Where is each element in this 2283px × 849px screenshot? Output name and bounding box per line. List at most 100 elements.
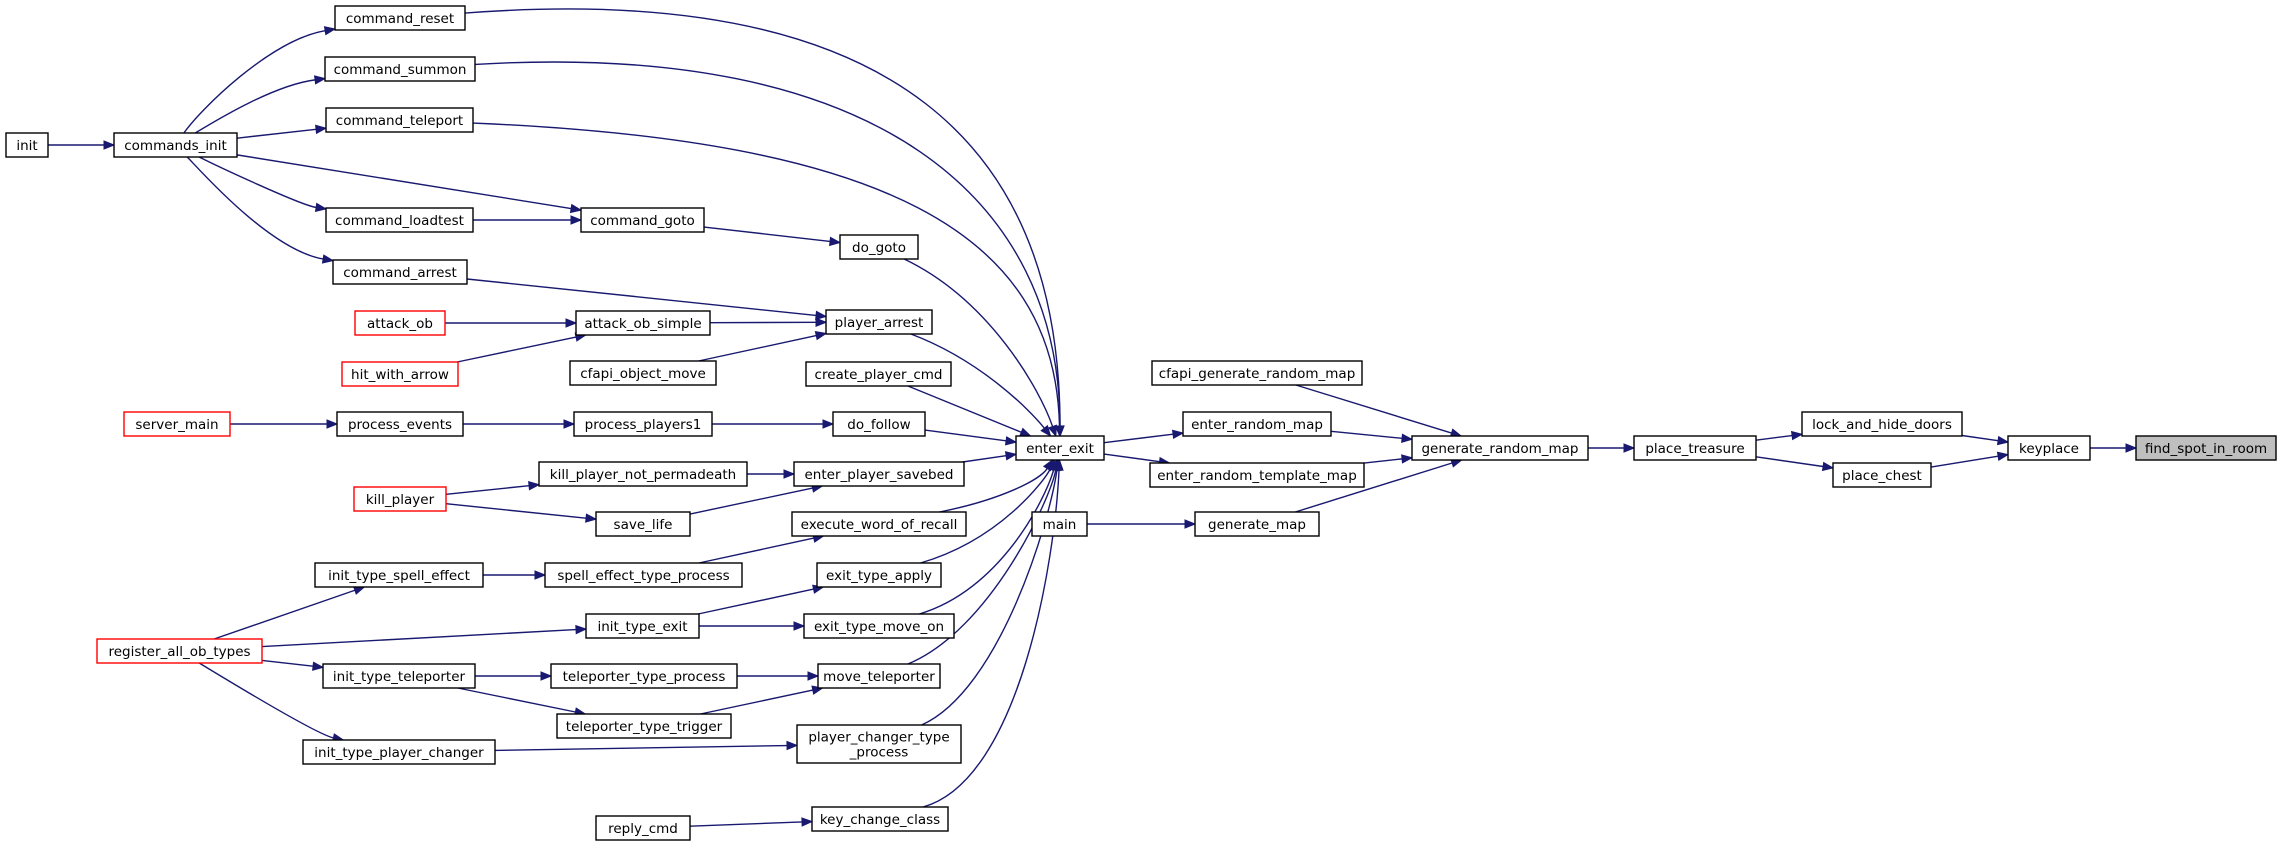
node-keyplace[interactable]: keyplace [2007, 435, 2091, 461]
node-label: init [16, 138, 37, 154]
node-box [302, 739, 496, 765]
arrowhead [575, 624, 588, 635]
node-commands-init[interactable]: commands_init [113, 132, 238, 158]
node-enter-random-map[interactable]: enter_random_map [1182, 411, 1332, 437]
node-label: command_loadtest [335, 213, 464, 229]
call-edge-command_loadtest-to-command_goto [473, 215, 583, 225]
edge-line [919, 469, 1055, 615]
call-edge-player_arrest-to-enter_exit [910, 333, 1052, 438]
node-cfapi-generate-random-map[interactable]: cfapi_generate_random_map [1151, 360, 1363, 386]
node-process-events[interactable]: process_events [336, 411, 464, 437]
node-label: enter_random_template_map [1157, 468, 1357, 484]
edge-line [907, 385, 1022, 433]
arrowhead [793, 621, 806, 631]
node-create-player-cmd[interactable]: create_player_cmd [805, 361, 952, 387]
node-enter-exit[interactable]: enter_exit [1015, 435, 1105, 461]
node-init[interactable]: init [5, 132, 49, 158]
node-command-summon[interactable]: command_summon [324, 56, 476, 82]
node-label: place_treasure [1645, 441, 1744, 457]
node-command-arrest[interactable]: command_arrest [332, 259, 468, 285]
node-register-all-ob-types[interactable]: register_all_ob_types [96, 638, 263, 664]
node-label: hit_with_arrow [351, 367, 449, 383]
node-enter-random-template-map[interactable]: enter_random_template_map [1149, 462, 1365, 488]
node-command-loadtest[interactable]: command_loadtest [325, 207, 474, 233]
node-command-reset[interactable]: command_reset [334, 5, 466, 31]
node-label: spell_effect_type_process [557, 568, 729, 584]
arrowhead [1040, 424, 1052, 438]
node-kill-player-not-permadeath[interactable]: kill_player_not_permadeath [538, 461, 748, 487]
node-box [595, 511, 691, 537]
node-kill-player[interactable]: kill_player [353, 486, 447, 512]
node-box [805, 361, 952, 387]
node-init-type-spell-effect[interactable]: init_type_spell_effect [314, 562, 484, 588]
call-edge-kill_player-to-save_life [445, 503, 598, 523]
node-command-teleport[interactable]: command_teleport [325, 107, 474, 133]
node-move-teleporter[interactable]: move_teleporter [817, 663, 941, 689]
node-place-treasure[interactable]: place_treasure [1633, 435, 1757, 461]
arrowhead [1172, 429, 1185, 439]
arrowhead [323, 26, 337, 36]
node-init-type-teleporter[interactable]: init_type_teleporter [322, 663, 476, 689]
node-label: cfapi_generate_random_map [1159, 366, 1356, 382]
arrowhead [1821, 461, 1835, 472]
call-edge-reply_cmd-to-key_change_class [689, 817, 814, 827]
node-server-main[interactable]: server_main [123, 411, 231, 437]
node-spell-effect-type-process[interactable]: spell_effect_type_process [544, 562, 743, 588]
node-box [314, 562, 484, 588]
node-player-changer-type-process[interactable]: player_changer_type_process [796, 724, 962, 764]
arrowhead [312, 661, 325, 671]
node-generate-random-map[interactable]: generate_random_map [1411, 435, 1589, 461]
node-label: command_teleport [336, 113, 463, 129]
node-process-players1[interactable]: process_players1 [573, 411, 713, 437]
node-key-change-class[interactable]: key_change_class [811, 806, 949, 832]
node-find-spot-in-room[interactable]: find_spot_in_room [2135, 435, 2277, 461]
node-init-type-player-changer[interactable]: init_type_player_changer [302, 739, 496, 765]
node-hit-with-arrow[interactable]: hit_with_arrow [341, 361, 459, 387]
arrowhead [1054, 458, 1064, 471]
node-generate-map[interactable]: generate_map [1194, 511, 1320, 537]
node-cfapi-object-move[interactable]: cfapi_object_move [569, 360, 717, 386]
node-main[interactable]: main [1031, 511, 1088, 537]
node-init-type-exit[interactable]: init_type_exit [585, 613, 700, 639]
call-edge-do_goto-to-enter_exit [903, 258, 1057, 438]
node-save-life[interactable]: save_life [595, 511, 691, 537]
node-attack-ob[interactable]: attack_ob [354, 310, 446, 336]
node-player-arrest[interactable]: player_arrest [825, 309, 933, 335]
node-box [332, 259, 468, 285]
node-execute-word-of-recall[interactable]: execute_word_of_recall [791, 511, 967, 537]
call-edge-lock_and_hide_doors-to-keyplace [1961, 434, 2010, 446]
node-box [123, 411, 231, 437]
node-do-follow[interactable]: do_follow [832, 411, 926, 437]
arrowhead [1401, 433, 1414, 443]
call-edge-init_type_player_changer-to-player_changer_type_process [494, 740, 799, 752]
call-edge-place_treasure-to-place_chest [1755, 456, 1835, 472]
call-edge-enter_exit-to-enter_random_map [1103, 429, 1185, 444]
arrowhead [822, 419, 835, 429]
node-box [585, 613, 700, 639]
node-enter-player-savebed[interactable]: enter_player_savebed [793, 461, 965, 487]
node-place-chest[interactable]: place_chest [1832, 462, 1932, 488]
node-box [1151, 360, 1363, 386]
node-lock-and-hide-doors[interactable]: lock_and_hide_doors [1801, 411, 1963, 437]
arrowhead [1790, 430, 1804, 441]
node-reply-cmd[interactable]: reply_cmd [595, 815, 691, 841]
call-edge-init_type_exit-to-exit_type_apply [697, 584, 825, 615]
node-teleporter-type-trigger[interactable]: teleporter_type_trigger [556, 713, 732, 739]
node-label: generate_map [1208, 517, 1306, 533]
edge-line [472, 122, 1061, 427]
node-attack-ob-simple[interactable]: attack_ob_simple [575, 310, 711, 336]
node-exit-type-move-on[interactable]: exit_type_move_on [803, 613, 955, 639]
node-label: command_goto [590, 213, 695, 229]
edge-line [920, 468, 1051, 564]
node-do-goto[interactable]: do_goto [839, 234, 919, 260]
edge-line [466, 278, 817, 317]
node-teleporter-type-process[interactable]: teleporter_type_process [550, 663, 738, 689]
node-command-goto[interactable]: command_goto [580, 207, 705, 233]
edge-line [697, 588, 814, 615]
call-edge-create_player_cmd-to-enter_exit [907, 385, 1032, 437]
edge-line [700, 689, 813, 715]
node-exit-type-apply[interactable]: exit_type_apply [816, 562, 942, 588]
edge-line [1295, 462, 1453, 513]
node-box [839, 234, 919, 260]
